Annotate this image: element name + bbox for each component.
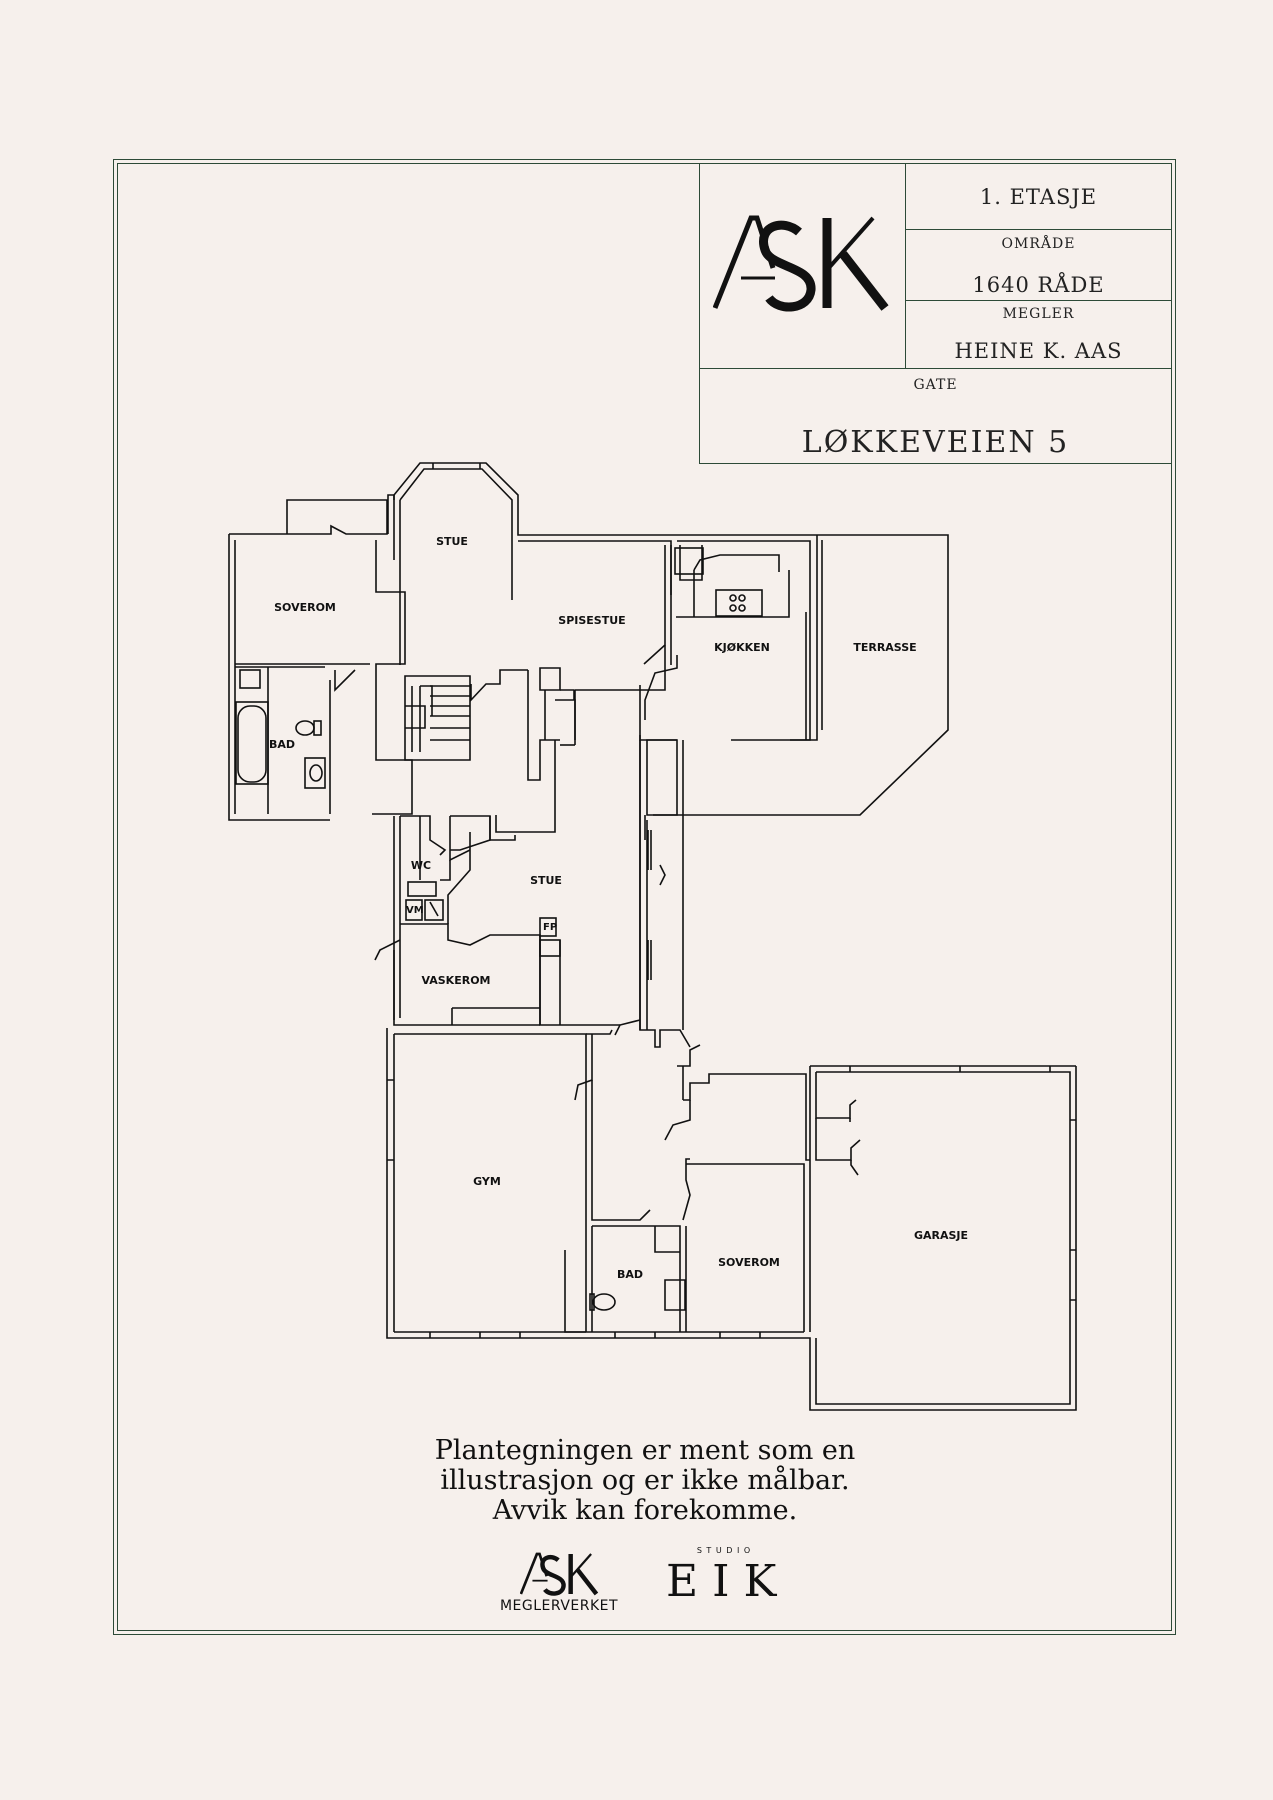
outer-frame xyxy=(113,159,1176,1635)
studio-eik-logo: EIK xyxy=(666,1556,791,1607)
room-label-vm: VM xyxy=(406,905,424,916)
disclaimer: Plantegningen er ment som en illustrasjo… xyxy=(300,1436,990,1526)
room-label-vaskerom: VASKEROM xyxy=(421,974,490,987)
room-label-soverom-bottom: SOVEROM xyxy=(718,1256,780,1269)
room-label-wc: WC xyxy=(411,859,431,872)
tb-divider-left xyxy=(699,163,700,463)
tb-divider-gate xyxy=(699,368,1172,369)
tb-divider-2 xyxy=(905,300,1172,301)
room-label-stue-top: STUE xyxy=(436,535,468,548)
street-label: GATE xyxy=(913,377,958,393)
street-value: LØKKEVEIEN 5 xyxy=(801,425,1070,460)
disclaimer-line-2: illustrasjon og er ikke målbar. xyxy=(440,1465,850,1496)
room-label-kjokken: KJØKKEN xyxy=(714,641,770,654)
ask-footer-logo xyxy=(520,1552,599,1596)
broker-label: MEGLER xyxy=(1002,306,1075,322)
floor-label: 1. ETASJE xyxy=(979,185,1098,209)
broker-value: HEINE K. AAS xyxy=(954,339,1123,363)
room-label-stue-mid: STUE xyxy=(530,874,562,887)
room-label-gym: GYM xyxy=(473,1175,501,1188)
ask-logo xyxy=(713,215,889,312)
disclaimer-line-1: Plantegningen er ment som en xyxy=(434,1435,856,1466)
room-label-garasje: GARASJE xyxy=(914,1229,968,1242)
room-label-spisestue: SPISESTUE xyxy=(558,614,625,627)
title-block: 1. ETASJE OMRÅDE 1640 RÅDE MEGLER HEINE … xyxy=(699,163,1172,464)
area-label: OMRÅDE xyxy=(1001,236,1076,252)
tb-divider-1 xyxy=(905,229,1172,230)
disclaimer-line-3: Avvik kan forekomme. xyxy=(492,1495,798,1526)
inner-frame xyxy=(117,163,1172,1631)
studio-label: S T U D I O xyxy=(696,1546,752,1555)
ask-footer-subtitle: MEGLERVERKET xyxy=(499,1598,619,1614)
room-label-fp: FP xyxy=(543,922,557,933)
tb-divider-bottom xyxy=(699,463,1172,464)
room-label-soverom-top: SOVEROM xyxy=(274,601,336,614)
tb-divider-mid xyxy=(905,163,906,368)
area-value: 1640 RÅDE xyxy=(972,273,1105,297)
room-label-bad-bottom: BAD xyxy=(617,1268,643,1281)
room-label-bad-top: BAD xyxy=(269,738,295,751)
room-label-terrasse: TERRASSE xyxy=(853,641,916,654)
